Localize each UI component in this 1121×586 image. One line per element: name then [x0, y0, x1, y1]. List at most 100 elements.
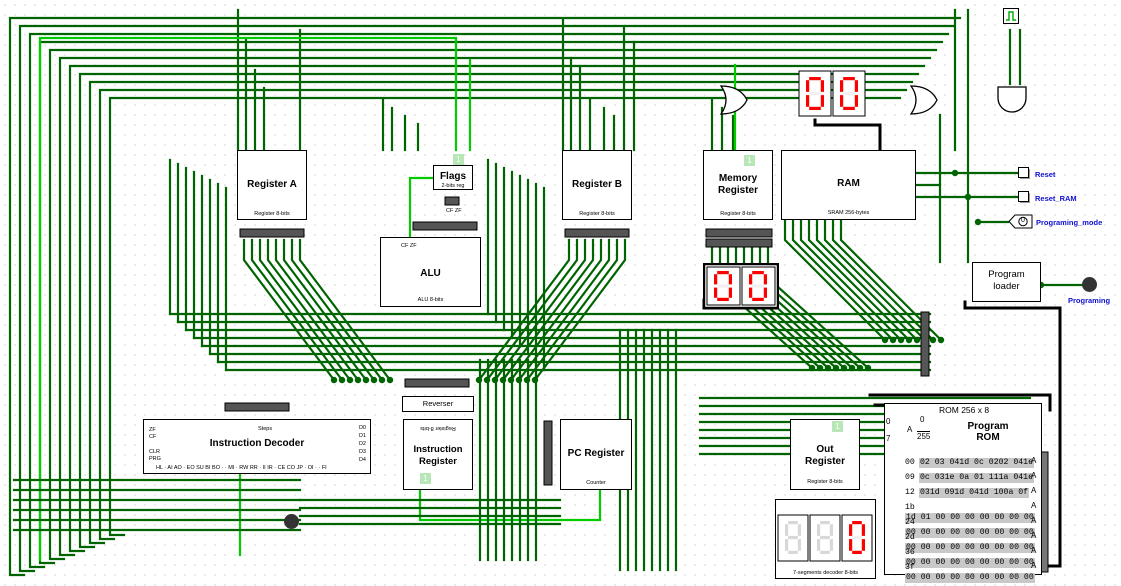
pc-register-subtitle: Counter	[586, 480, 606, 486]
pc-register-title: PC Register	[567, 448, 625, 459]
register-b[interactable]: Register B Register 8-bits	[562, 150, 632, 220]
rom-row-pin-label: A	[1031, 501, 1037, 510]
rom-row-address: 24	[905, 518, 915, 527]
decoder-input-clr: CLR	[149, 449, 161, 455]
segment	[785, 539, 789, 551]
instruction-register[interactable]: Register 8-bits Instruction Register	[403, 419, 473, 490]
wire	[274, 238, 368, 382]
segment	[861, 524, 865, 536]
wire	[78, 72, 920, 549]
register-a-pins	[239, 228, 305, 238]
memory-register-title-1: Memory	[718, 173, 758, 184]
programing-led	[1082, 277, 1097, 292]
out-register[interactable]: Out Register Register 8-bits	[790, 419, 860, 490]
clock-source[interactable]	[1003, 8, 1019, 24]
alu-top-pins	[412, 221, 478, 231]
alu[interactable]: CF ZF ALU ALU 8-bits	[380, 237, 481, 307]
wire	[791, 218, 895, 342]
register-b-pins	[564, 228, 630, 238]
rom-bits-bottom: 7	[886, 434, 891, 443]
rom-row-address: 1b	[905, 503, 915, 512]
flags-pins: CF ZF	[446, 208, 462, 214]
decoder-output-o4: O4	[358, 457, 366, 463]
segment	[728, 287, 732, 298]
segment	[840, 80, 844, 92]
wire	[815, 218, 919, 342]
segment	[840, 95, 844, 107]
reset-toggle[interactable]	[1018, 167, 1030, 179]
or-gate-right	[909, 85, 938, 115]
flags-register[interactable]: Flags 2-bits reg	[433, 165, 473, 190]
wire	[88, 80, 914, 545]
reverser[interactable]: Reverser	[402, 396, 474, 412]
segment	[852, 521, 862, 525]
segment	[752, 271, 764, 275]
rom-row-data: 1d 01 00 00 00 00 00 00 00	[905, 513, 1035, 523]
decoder-output-o1: O1	[358, 433, 366, 439]
wire	[298, 238, 392, 382]
segment	[809, 91, 821, 96]
wire-junction	[354, 376, 362, 384]
wire-junction	[370, 376, 378, 384]
wire	[533, 238, 627, 382]
segment	[843, 91, 855, 96]
instruction-register-subtitle: Register 8-bits	[420, 425, 456, 431]
segment	[854, 80, 858, 92]
wire-junction	[338, 376, 346, 384]
rom-header: ROM 256 x 8	[939, 405, 990, 415]
instruction-register-title-1: Instruction	[413, 444, 463, 455]
wire	[501, 238, 595, 382]
wire	[68, 64, 926, 553]
programing-mode-toggle[interactable]: 0	[1008, 214, 1033, 229]
decoder-probe	[284, 514, 299, 529]
reset-label: Reset	[1035, 170, 1056, 179]
pc-register[interactable]: PC Register Counter	[560, 419, 632, 490]
wire	[525, 238, 619, 382]
register-a[interactable]: Register A Register 8-bits	[237, 150, 307, 220]
wire	[18, 24, 956, 573]
wire	[493, 238, 587, 382]
instruction-decoder[interactable]: Steps ZF CF CLR PRG Instruction Decoder …	[143, 419, 371, 474]
clock-icon	[1006, 11, 1016, 21]
alu-title: ALU	[420, 268, 441, 279]
instruction-register-title-2: Register	[418, 456, 457, 467]
reset-ram-toggle[interactable]	[1018, 191, 1030, 203]
ram[interactable]: RAM SRAM 256-bytes	[781, 150, 916, 220]
rom-row-address: 36	[905, 548, 915, 557]
rom-row: 3f00 00 00 00 00 00 00 00 00	[905, 563, 1035, 583]
decoder-input-zf: ZF	[149, 427, 156, 433]
decoder-title: Instruction Decoder	[209, 438, 305, 449]
rom-bits-top: 0	[886, 417, 891, 426]
rom-row-pin-label: A	[1031, 486, 1037, 495]
seven-seg-decoder-label: 7-segments decoder 8-bits	[792, 570, 859, 576]
memory-register-pins-2	[705, 238, 773, 248]
decoder-input-cf: CF	[149, 434, 157, 440]
wire	[477, 238, 571, 382]
wire	[258, 238, 352, 382]
rom-row: 1b1d 01 00 00 00 00 00 00 00	[905, 503, 1035, 523]
segment	[820, 550, 830, 554]
segment	[843, 106, 855, 110]
segment	[809, 77, 821, 81]
segment	[797, 524, 801, 536]
program-loader[interactable]: Program loader	[972, 262, 1041, 302]
segment	[854, 95, 858, 107]
wire	[408, 176, 435, 242]
wire	[813, 118, 882, 152]
memory-register[interactable]: Memory Register Register 8-bits	[703, 150, 773, 220]
reset-ram-label: Reset_RAM	[1035, 194, 1077, 203]
segment	[714, 287, 718, 298]
decoder-bottom-pins: HL · AI AO · EO SU BI BO · · MI · RW RR …	[156, 465, 327, 471]
segment	[788, 535, 798, 540]
wire-junction	[386, 376, 394, 384]
out-seven-seg-display	[777, 514, 873, 562]
wire	[108, 96, 902, 537]
out-register-title-1: Out	[816, 444, 834, 455]
mar-seven-seg-display	[703, 263, 779, 309]
alu-subtitle: ALU 8-bits	[417, 297, 444, 303]
segment	[852, 550, 862, 554]
wire-junction	[937, 336, 945, 344]
reverser-title: Reverser	[422, 399, 454, 408]
